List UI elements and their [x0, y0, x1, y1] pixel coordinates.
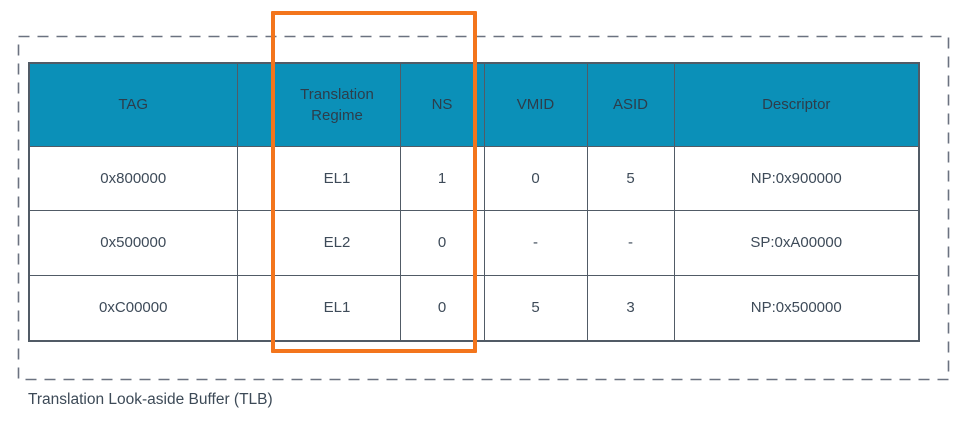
- column-header-tag: TAG: [28, 62, 238, 147]
- cell-asid: -: [586, 209, 675, 276]
- table-header-row: TAG Translation Regime NS VMID ASID Desc…: [28, 62, 920, 147]
- cell-vmid: 0: [483, 145, 588, 211]
- cell-asid: 3: [586, 274, 675, 342]
- cell-empty: [236, 145, 275, 211]
- cell-descriptor: NP:0x900000: [673, 145, 920, 211]
- column-header-ns: NS: [399, 62, 485, 147]
- column-header-asid: ASID: [586, 62, 675, 147]
- column-header-vmid: VMID: [483, 62, 588, 147]
- cell-empty: [236, 209, 275, 276]
- cell-descriptor: NP:0x500000: [673, 274, 920, 342]
- cell-asid: 5: [586, 145, 675, 211]
- dashed-border-frame: [17, 35, 950, 381]
- cell-translation-regime: EL2: [273, 209, 401, 276]
- cell-vmid: -: [483, 209, 588, 276]
- tlb-table: TAG Translation Regime NS VMID ASID Desc…: [28, 62, 920, 342]
- column-header-translation-regime: Translation Regime: [273, 62, 401, 147]
- cell-ns: 0: [399, 209, 485, 276]
- cell-vmid: 5: [483, 274, 588, 342]
- table-row: 0xC00000 EL1 0 5 3 NP:0x500000: [28, 274, 920, 342]
- cell-translation-regime: EL1: [273, 145, 401, 211]
- cell-tag: 0x500000: [28, 209, 238, 276]
- column-header-empty: [236, 62, 275, 147]
- cell-tag: 0xC00000: [28, 274, 238, 342]
- cell-translation-regime: EL1: [273, 274, 401, 342]
- cell-empty: [236, 274, 275, 342]
- cell-tag: 0x800000: [28, 145, 238, 211]
- table-row: 0x800000 EL1 1 0 5 NP:0x900000: [28, 145, 920, 211]
- cell-ns: 1: [399, 145, 485, 211]
- cell-descriptor: SP:0xA00000: [673, 209, 920, 276]
- cell-ns: 0: [399, 274, 485, 342]
- column-header-descriptor: Descriptor: [673, 62, 920, 147]
- table-row: 0x500000 EL2 0 - - SP:0xA00000: [28, 209, 920, 276]
- figure-caption: Translation Look-aside Buffer (TLB): [28, 391, 273, 408]
